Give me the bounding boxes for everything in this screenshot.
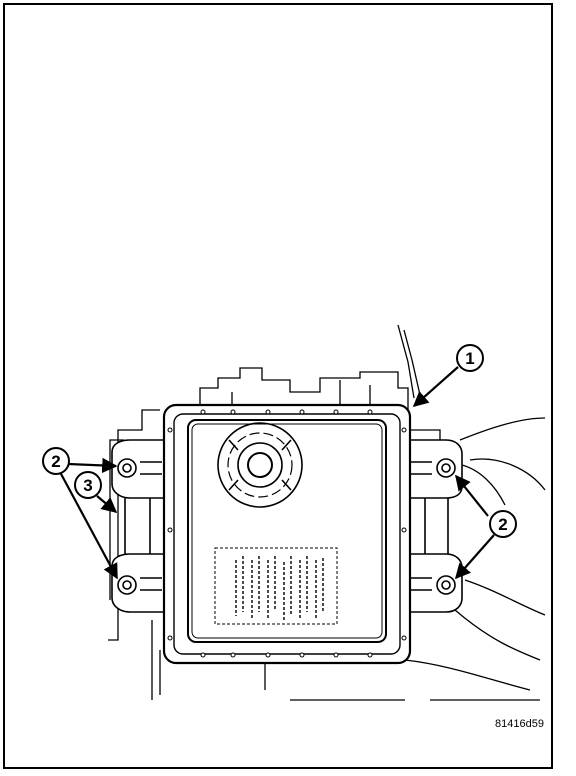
figure-reference-code: 81416d59 <box>495 718 544 730</box>
right-mounting-bracket <box>403 439 463 613</box>
callout-2-right: 2 <box>489 510 517 538</box>
left-mounting-bracket <box>111 439 167 613</box>
callout-2-left-label: 2 <box>51 452 60 471</box>
housing-rivets <box>167 409 407 658</box>
callout-1-label: 1 <box>465 349 474 368</box>
callout-2-right-label: 2 <box>498 515 507 534</box>
callout-3-label: 3 <box>83 476 92 495</box>
control-module-housing <box>162 403 412 665</box>
callout-2-left: 2 <box>42 447 70 475</box>
callout-1: 1 <box>456 344 484 372</box>
leader-lines <box>59 366 495 580</box>
callout-3: 3 <box>74 471 102 499</box>
round-connector <box>217 422 303 508</box>
figure-frame <box>3 3 553 769</box>
mounting-bolts <box>117 458 456 595</box>
label-plate <box>214 547 338 625</box>
